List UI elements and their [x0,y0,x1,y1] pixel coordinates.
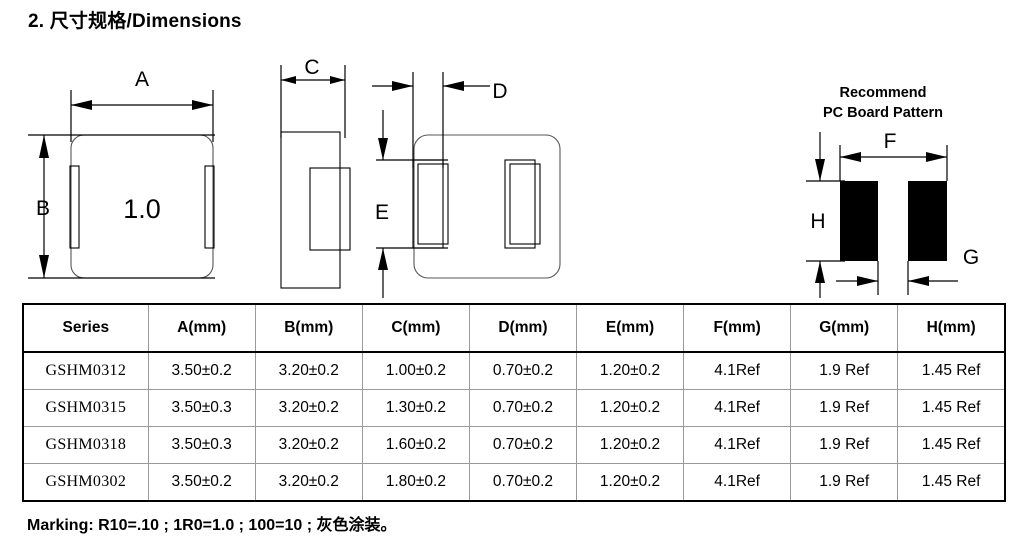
dimension-label-E: E [375,201,389,224]
column-header-d: D(mm) [468,303,578,353]
table-row: GSHM0315 3.50±0.3 3.20±0.2 1.30±0.2 0.70… [21,389,1007,427]
table-header-row: Series A(mm) B(mm) C(mm) D(mm) E(mm) F(m… [21,303,1007,353]
cell-e: 1.20±0.2 [575,426,685,464]
cell-d: 0.70±0.2 [468,463,578,502]
side-view-drawing [280,65,351,289]
pcb-pattern-title-line2: PC Board Pattern [823,105,943,121]
column-header-h: H(mm) [897,303,1007,353]
column-header-c: C(mm) [361,303,470,353]
dimensions-table: Series A(mm) B(mm) C(mm) D(mm) E(mm) F(m… [21,303,1007,502]
bottom-view-drawing [372,72,561,298]
top-view-drawing [28,90,215,279]
cell-h: 1.45 Ref [897,426,1007,464]
cell-b: 3.20±0.2 [254,351,363,390]
cell-f: 4.1Ref [683,463,792,502]
cell-g: 1.9 Ref [790,426,899,464]
drawings-area: 1.0 A B C D E Recommend PC Board Pattern… [0,50,1028,300]
cell-e: 1.20±0.2 [575,351,685,390]
cell-e: 1.20±0.2 [575,463,685,502]
cell-c: 1.00±0.2 [361,351,470,390]
pcb-pattern-title-line1: Recommend [839,85,926,101]
page-title: 2. 尺寸规格/Dimensions [28,11,242,32]
cell-c: 1.60±0.2 [361,426,470,464]
cell-b: 3.20±0.2 [254,463,363,502]
column-header-f: F(mm) [683,303,792,353]
cell-f: 4.1Ref [683,389,792,427]
dimension-label-A: A [135,68,149,91]
column-header-b: B(mm) [254,303,363,353]
cell-d: 0.70±0.2 [468,389,578,427]
cell-f: 4.1Ref [683,351,792,390]
column-header-series: Series [21,303,149,353]
table-row: GSHM0302 3.50±0.2 3.20±0.2 1.80±0.2 0.70… [21,463,1007,502]
table-row: GSHM0312 3.50±0.2 3.20±0.2 1.00±0.2 0.70… [21,351,1007,390]
cell-f: 4.1Ref [683,426,792,464]
column-header-e: E(mm) [575,303,685,353]
series-name: GSHM0315 [21,389,149,427]
cell-h: 1.45 Ref [897,351,1007,390]
cell-h: 1.45 Ref [897,389,1007,427]
table-row: GSHM0318 3.50±0.3 3.20±0.2 1.60±0.2 0.70… [21,426,1007,464]
dimension-label-C: C [304,56,319,79]
cell-h: 1.45 Ref [897,463,1007,502]
cell-g: 1.9 Ref [790,463,899,502]
series-name: GSHM0312 [21,351,149,390]
cell-a: 3.50±0.3 [147,426,256,464]
cell-d: 0.70±0.2 [468,426,578,464]
top-view-body-marking: 1.0 [123,194,161,224]
cell-c: 1.80±0.2 [361,463,470,502]
dimension-label-D: D [492,80,507,103]
pcb-pattern-drawing [806,132,958,298]
cell-d: 0.70±0.2 [468,351,578,390]
marking-note: Marking: R10=.10 ; 1R0=1.0 ; 100=10 ; 灰色… [27,517,397,534]
cell-a: 3.50±0.3 [147,389,256,427]
cell-b: 3.20±0.2 [254,426,363,464]
cell-a: 3.50±0.2 [147,351,256,390]
cell-g: 1.9 Ref [790,389,899,427]
cell-g: 1.9 Ref [790,351,899,390]
column-header-a: A(mm) [147,303,256,353]
dimension-label-B: B [36,197,50,220]
cell-a: 3.50±0.2 [147,463,256,502]
cell-e: 1.20±0.2 [575,389,685,427]
series-name: GSHM0302 [21,463,149,502]
dimension-label-H: H [810,210,825,233]
series-name: GSHM0318 [21,426,149,464]
dimension-label-G: G [963,246,979,269]
dimension-label-F: F [884,130,897,153]
cell-c: 1.30±0.2 [361,389,470,427]
cell-b: 3.20±0.2 [254,389,363,427]
column-header-g: G(mm) [790,303,899,353]
